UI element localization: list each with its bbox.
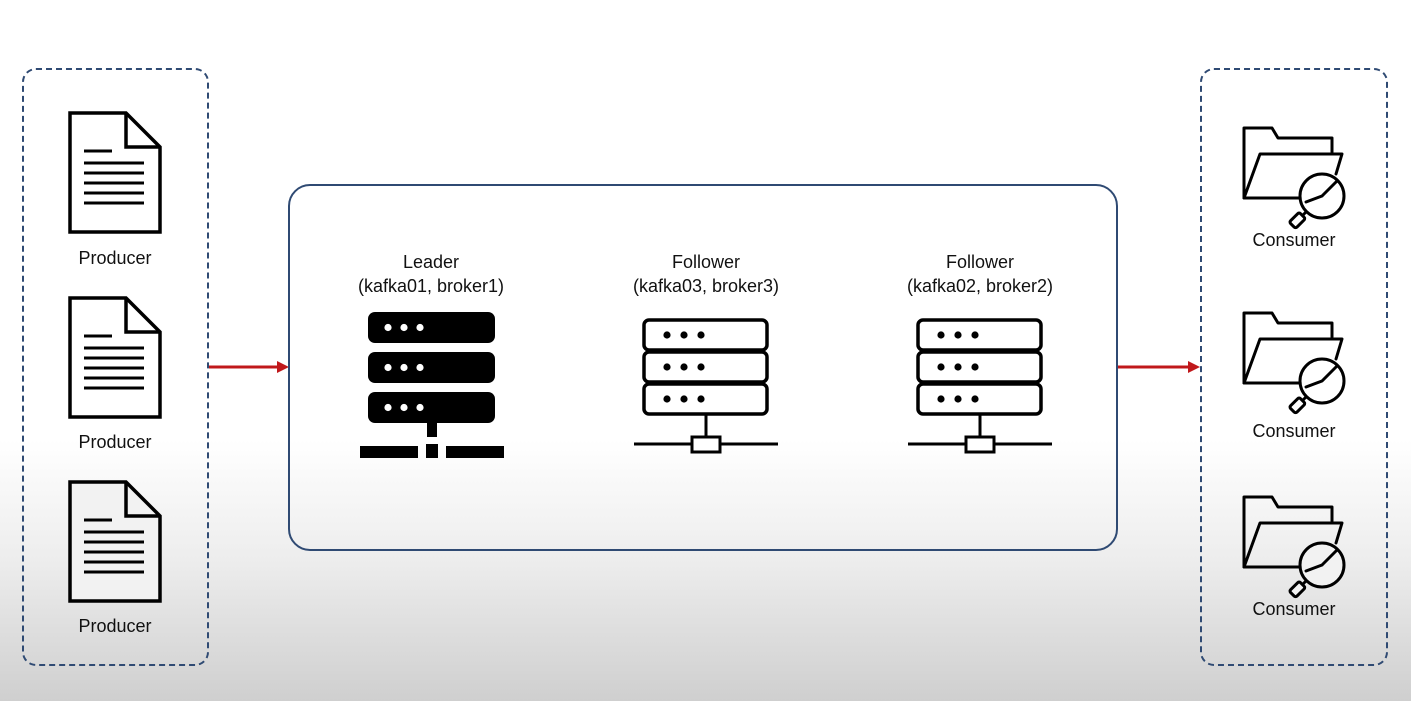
broker-role: Follower: [945, 252, 1015, 272]
consumer-label: Consumer: [1252, 599, 1336, 619]
broker-title: Follower (kafka02, broker2): [907, 250, 1053, 298]
folder-search-icon: [1242, 495, 1346, 599]
kafka-cluster-box: [288, 184, 1118, 551]
broker-id: (kafka03, broker3): [632, 276, 780, 296]
arrow-cluster-to-consumer: [1118, 361, 1200, 373]
document-icon: [68, 111, 162, 234]
server-icon-outline: [634, 318, 778, 454]
folder-search-icon: [1242, 126, 1346, 230]
document-icon: [68, 480, 162, 603]
producer-label: Producer: [78, 248, 152, 268]
producer-label: Producer: [78, 432, 152, 452]
folder-search-icon: [1242, 311, 1346, 415]
broker-role: Leader: [402, 252, 460, 272]
document-icon: [68, 296, 162, 419]
producer-label: Producer: [78, 616, 152, 636]
producer-group: [22, 68, 209, 666]
broker-title: Leader (kafka01, broker1): [358, 250, 504, 298]
server-icon-outline: [908, 318, 1052, 454]
broker-role: Follower: [671, 252, 741, 272]
consumer-group: [1200, 68, 1388, 666]
consumer-label: Consumer: [1252, 230, 1336, 250]
arrow-producer-to-cluster: [209, 361, 289, 373]
broker-id: (kafka02, broker2): [906, 276, 1054, 296]
broker-title: Follower (kafka03, broker3): [633, 250, 779, 298]
consumer-label: Consumer: [1252, 421, 1336, 441]
broker-id: (kafka01, broker1): [357, 276, 505, 296]
server-icon-filled: [360, 312, 504, 458]
